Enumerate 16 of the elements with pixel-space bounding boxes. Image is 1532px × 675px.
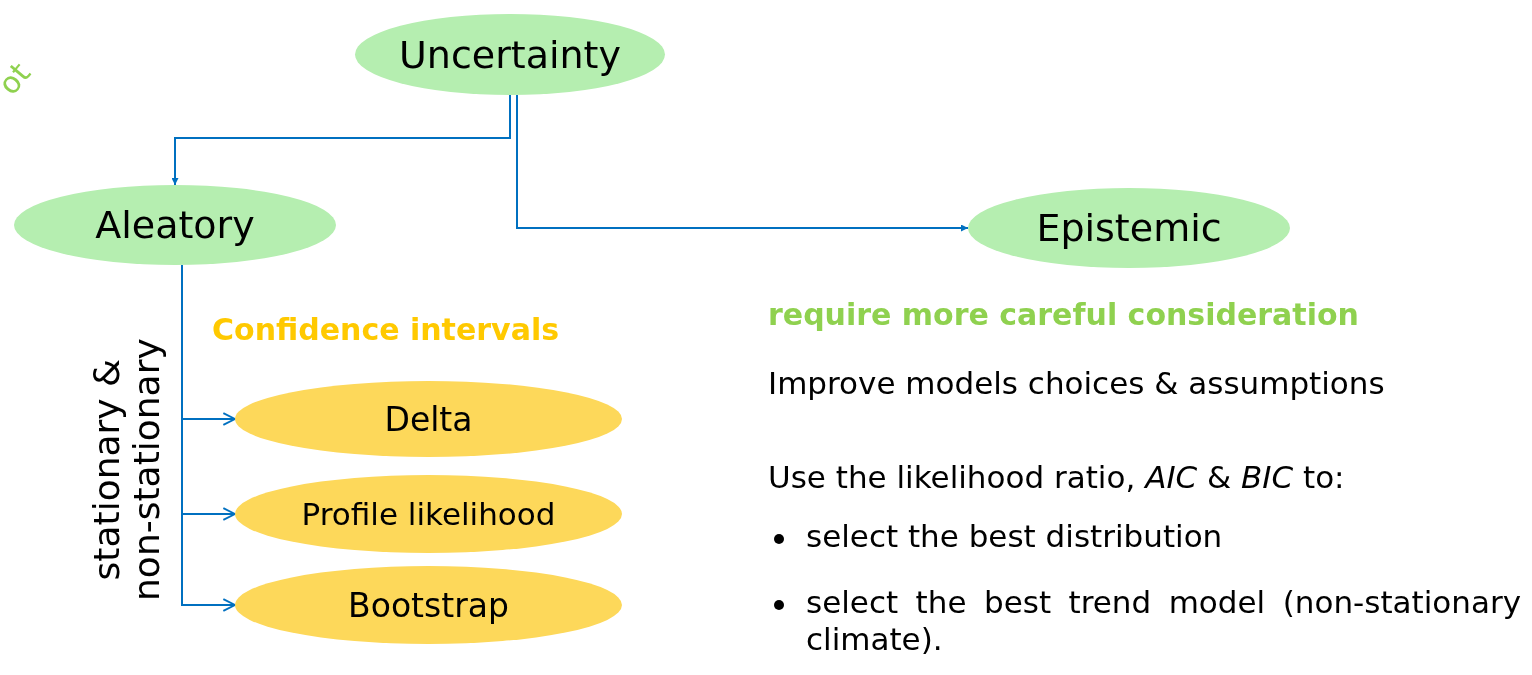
bullet-item: select the best trend model (non-stationary climate). — [806, 584, 1521, 659]
note-heading: require more careful consideration — [768, 298, 1359, 333]
connector-arrow — [516, 94, 969, 232]
cut-off-text: ot — [0, 54, 39, 104]
ellipse-node: Uncertainty — [355, 14, 665, 95]
bullet-item: select the best distribution — [806, 518, 1224, 556]
note-text: Use the likelihood ratio, AIC & BIC to: — [768, 460, 1345, 496]
axis-note: stationary & non-stationary — [87, 337, 167, 603]
ellipse-node: Bootstrap — [235, 566, 622, 644]
group-heading: Confidence intervals — [212, 313, 560, 348]
ellipse-node: Epistemic — [968, 188, 1290, 268]
note-text: Improve models choices & assumptions — [768, 366, 1385, 402]
connector-arrow — [171, 94, 511, 186]
ellipse-node: Aleatory — [14, 185, 336, 265]
ellipse-node: Delta — [235, 381, 622, 457]
ellipse-node: Profile likelihood — [235, 475, 622, 553]
